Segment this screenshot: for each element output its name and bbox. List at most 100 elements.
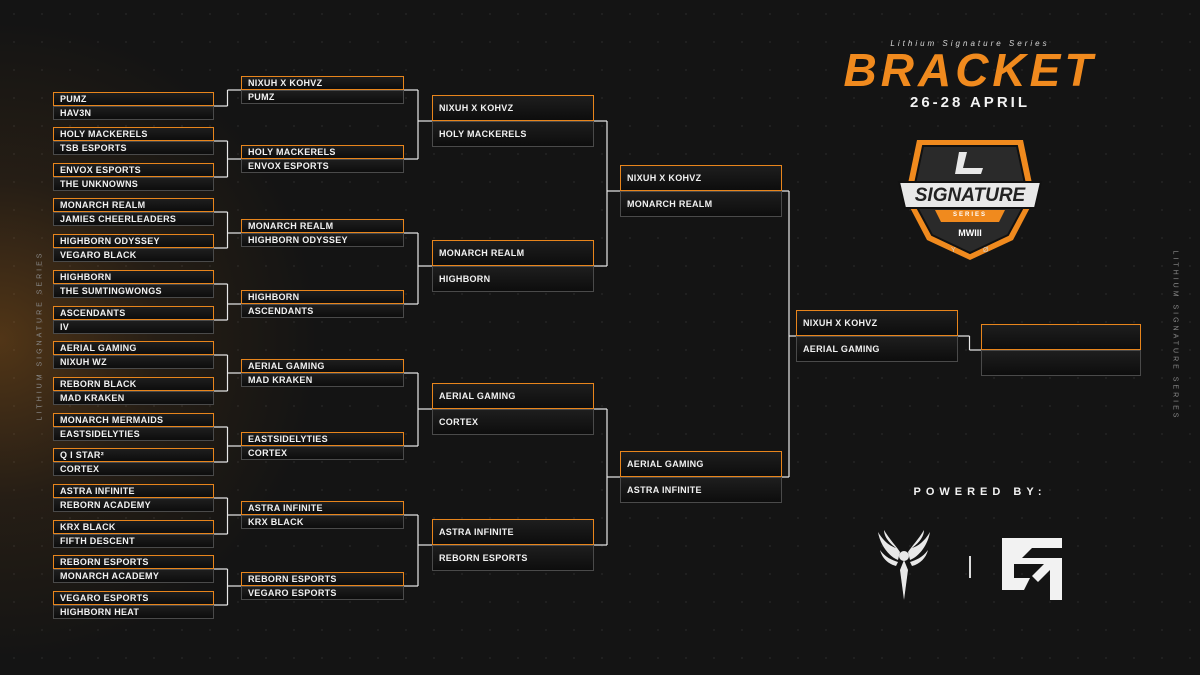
team-slot: VEGARO BLACK [53,248,214,262]
team-slot: MAD KRAKEN [53,391,214,405]
header-dates: 26-28 APRIL [910,94,1030,111]
team-slot: HOLY MACKERELS [53,127,214,141]
svg-text:Ø: Ø [983,247,989,254]
team-slot: Q I STAR² [53,448,214,462]
team-slot: MAD KRAKEN [241,373,404,387]
team-slot: PUMZ [53,92,214,106]
header-title: BRACKET [843,44,1097,96]
team-slot: ASTRA INFINITE [241,501,404,515]
valkyrie-wings-logo [878,530,930,600]
team-slot: AERIAL GAMING [796,336,958,362]
team-slot: REBORN ACADEMY [53,498,214,512]
team-slot: NIXUH X KOHVZ [620,165,782,191]
powered-by-label: POWERED BY: [913,486,1047,498]
team-slot: REBORN ESPORTS [241,572,404,586]
team-slot: HIGHBORN ODYSSEY [53,234,214,248]
team-slot: VEGARO ESPORTS [241,586,404,600]
team-slot: JAMIES CHEERLEADERS [53,212,214,226]
logo-sub-text: SERIES [953,212,987,218]
team-slot: ASCENDANTS [53,306,214,320]
team-slot [981,350,1141,376]
team-slot: AERIAL GAMING [53,341,214,355]
team-slot: ASTRA INFINITE [620,477,782,503]
team-slot: MONARCH REALM [620,191,782,217]
team-slot: CORTEX [53,462,214,476]
logo-main-text: SIGNATURE [915,185,1027,206]
team-slot: NIXUH WZ [53,355,214,369]
team-slot: NIXUH X KOHVZ [432,95,594,121]
team-slot: HIGHBORN HEAT [53,605,214,619]
team-slot: CORTEX [241,446,404,460]
team-slot: REBORN BLACK [53,377,214,391]
em-monogram-logo [1002,538,1062,600]
team-slot: HAV3N [53,106,214,120]
team-slot: ASTRA INFINITE [53,484,214,498]
team-slot: ASTRA INFINITE [432,519,594,545]
header-subtitle: Lithium Signature Series [890,39,1050,48]
team-slot: THE UNKNOWNS [53,177,214,191]
team-slot: IV [53,320,214,334]
team-slot: ASCENDANTS [241,304,404,318]
team-slot: KRX BLACK [241,515,404,529]
team-slot: VEGARO ESPORTS [53,591,214,605]
sponsor-divider [969,556,971,578]
team-slot: REBORN ESPORTS [53,555,214,569]
team-slot: ENVOX ESPORTS [241,159,404,173]
side-label-left: Lithium Signature Series [36,250,44,421]
team-slot: MONARCH ACADEMY [53,569,214,583]
team-slot: MONARCH MERMAIDS [53,413,214,427]
team-slot: AERIAL GAMING [432,383,594,409]
team-slot: HIGHBORN [53,270,214,284]
team-slot: HIGHBORN [432,266,594,292]
team-slot: ENVOX ESPORTS [53,163,214,177]
side-label-right: Lithium Signature Series [1171,250,1179,421]
team-slot: HIGHBORN ODYSSEY [241,233,404,247]
team-slot [981,324,1141,350]
team-slot: HIGHBORN [241,290,404,304]
match-r6-1 [981,324,1141,376]
team-slot: MONARCH REALM [53,198,214,212]
team-slot: MONARCH REALM [432,240,594,266]
team-slot: EASTSIDELYTIES [53,427,214,441]
team-slot: MONARCH REALM [241,219,404,233]
team-slot: AERIAL GAMING [620,451,782,477]
team-slot: HOLY MACKERELS [241,145,404,159]
signature-series-logo: SERIES MWIII SIGNATURE Y Ø [897,140,1043,260]
team-slot: HOLY MACKERELS [432,121,594,147]
team-slot: AERIAL GAMING [241,359,404,373]
team-slot: NIXUH X KOHVZ [241,76,404,90]
team-slot: TSB ESPORTS [53,141,214,155]
team-slot: EASTSIDELYTIES [241,432,404,446]
team-slot: KRX BLACK [53,520,214,534]
